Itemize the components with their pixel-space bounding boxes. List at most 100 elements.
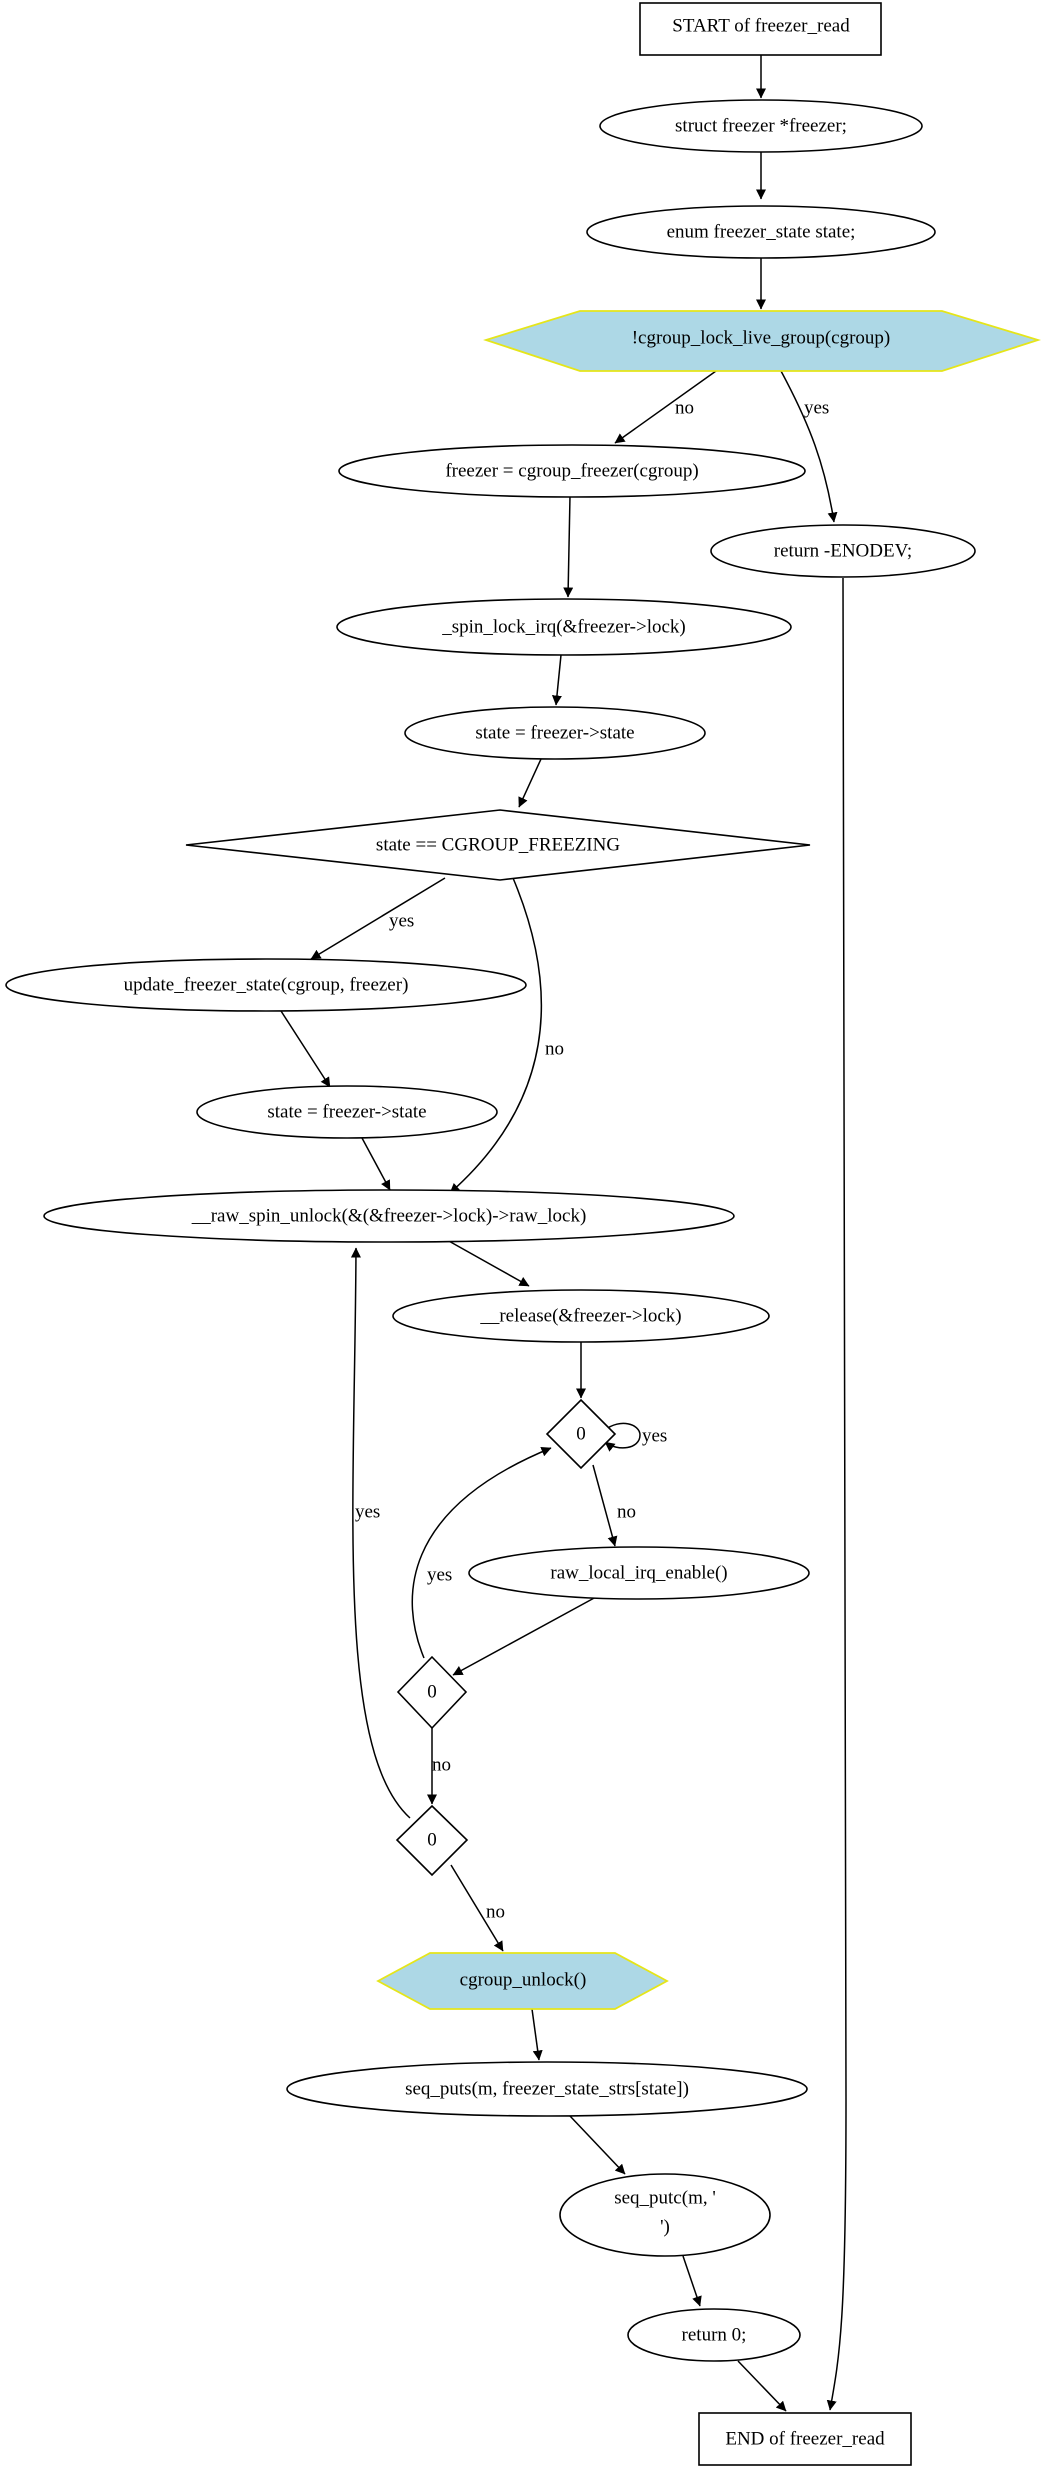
seq-puts-label: seq_puts(m, freezer_state_strs[state]) (405, 2079, 689, 2100)
end-box (698, 2412, 912, 2466)
assign-freezer-ellipse (338, 444, 806, 498)
raw-unlock-ellipse (43, 1189, 735, 1243)
state-assign-2-label: state = freezer->state (267, 1102, 426, 1123)
spin-lock-ellipse (336, 598, 792, 656)
update-state-ellipse (5, 958, 527, 1012)
edge-raw-unlock-to-release (446, 1239, 530, 1287)
edge-label-lock-no: no (675, 398, 694, 419)
edge-freezing-check-yes (310, 877, 446, 960)
node-end: END of freezer_read (698, 2412, 912, 2466)
edge-return-enodev-to-end (826, 577, 847, 2411)
edge-assign-freezer-to-spin-lock (563, 495, 574, 598)
edge-labels: no yes yes no yes no yes no yes no (355, 398, 829, 1923)
return-enodev-label: return -ENODEV; (774, 541, 912, 562)
update-state-label: update_freezer_state(cgroup, freezer) (124, 975, 409, 996)
edge-seq-putc-to-return-zero (682, 2255, 702, 2307)
cgroup-unlock-hexagon (376, 1952, 669, 2010)
seq-putc-label-line-2: ') (660, 2217, 670, 2238)
node-freezing-check: state == CGROUP_FREEZING (185, 809, 811, 881)
node-lock-check: !cgroup_lock_live_group(cgroup) (483, 310, 1042, 372)
edge-zero-1-self-yes (604, 1422, 641, 1452)
start-box (639, 2, 882, 56)
edge-zero-1-no (592, 1464, 618, 1547)
node-raw-unlock: __raw_spin_unlock(&(&freezer->lock)->raw… (43, 1189, 735, 1243)
node-zero-1: 0 (545, 1398, 617, 1470)
zero-3-diamond (395, 1804, 469, 1877)
freezing-check-diamond (185, 809, 811, 881)
node-start: START of freezer_read (639, 2, 882, 56)
node-state-assign-2: state = freezer->state (196, 1085, 498, 1139)
nodes: START of freezer_read struct freezer *fr… (5, 2, 1042, 2466)
edge-spin-lock-to-state-assign-1 (551, 654, 562, 706)
edge-update-state-to-state-assign-2 (280, 1010, 331, 1088)
edge-label-zero2-no: no (432, 1755, 451, 1776)
edge-cgroup-unlock-to-seq-puts (531, 2008, 543, 2061)
edge-state-assign-2-to-raw-unlock (361, 1137, 391, 1191)
return-enodev-ellipse (710, 524, 976, 578)
edges (280, 55, 847, 2412)
edge-seq-puts-to-seq-putc (569, 2115, 626, 2175)
node-update-state: update_freezer_state(cgroup, freezer) (5, 958, 527, 1012)
node-decl-freezer: struct freezer *freezer; (599, 99, 923, 153)
decl-freezer-ellipse (599, 99, 923, 153)
freezing-check-label: state == CGROUP_FREEZING (376, 835, 620, 856)
node-spin-lock: _spin_lock_irq(&freezer->lock) (336, 598, 792, 656)
state-assign-1-label: state = freezer->state (475, 723, 634, 744)
cgroup-unlock-label: cgroup_unlock() (460, 1970, 587, 1991)
edge-label-zero1-self-yes: yes (642, 1426, 667, 1447)
return-zero-label: return 0; (682, 2325, 747, 2346)
end-label: END of freezer_read (725, 2429, 885, 2450)
return-zero-ellipse (627, 2308, 801, 2362)
edge-state-assign-1-to-freezing-check (518, 758, 542, 808)
edge-freezing-check-no (449, 877, 543, 1194)
seq-putc-label-line-1: seq_putc(m, ' (614, 2188, 716, 2209)
lock-check-hexagon (483, 310, 1042, 372)
node-seq-puts: seq_puts(m, freezer_state_strs[state]) (286, 2061, 808, 2117)
lock-check-label: !cgroup_lock_live_group(cgroup) (632, 328, 891, 349)
edge-label-zero3-no: no (486, 1902, 505, 1923)
decl-state-label: enum freezer_state state; (667, 222, 856, 243)
edge-irq-enable-to-zero-2 (452, 1596, 597, 1676)
seq-puts-ellipse (286, 2061, 808, 2117)
state-assign-1-ellipse (404, 706, 706, 760)
node-state-assign-1: state = freezer->state (404, 706, 706, 760)
spin-lock-label: _spin_lock_irq(&freezer->lock) (441, 617, 686, 638)
edge-lock-check-yes (780, 370, 838, 523)
edge-zero-2-yes (411, 1446, 552, 1659)
node-return-zero: return 0; (627, 2308, 801, 2362)
node-decl-state: enum freezer_state state; (586, 205, 936, 259)
edge-lock-check-no (614, 370, 717, 444)
node-irq-enable: raw_local_irq_enable() (468, 1546, 810, 1600)
node-release: __release(&freezer->lock) (392, 1289, 770, 1343)
assign-freezer-label: freezer = cgroup_freezer(cgroup) (445, 461, 698, 482)
node-return-enodev: return -ENODEV; (710, 524, 976, 578)
edge-label-freezing-no: no (545, 1039, 564, 1060)
start-label: START of freezer_read (672, 16, 850, 37)
edge-label-zero1-no: no (617, 1502, 636, 1523)
zero-2-label: 0 (427, 1682, 437, 1703)
release-label: __release(&freezer->lock) (479, 1306, 681, 1327)
edge-label-zero3-yes: yes (355, 1502, 380, 1523)
decl-freezer-label: struct freezer *freezer; (675, 116, 847, 137)
edge-label-freezing-yes: yes (389, 911, 414, 932)
zero-3-label: 0 (427, 1830, 437, 1851)
state-assign-2-ellipse (196, 1085, 498, 1139)
edge-zero-3-no (450, 1864, 504, 1952)
node-zero-2: 0 (396, 1655, 468, 1730)
node-seq-putc: seq_putc(m, ' ') (559, 2173, 771, 2257)
release-ellipse (392, 1289, 770, 1343)
raw-unlock-label: __raw_spin_unlock(&(&freezer->lock)->raw… (191, 1206, 587, 1227)
node-cgroup-unlock: cgroup_unlock() (376, 1952, 669, 2010)
edge-label-lock-yes: yes (804, 398, 829, 419)
edge-zero-3-yes (350, 1247, 411, 1819)
zero-1-label: 0 (576, 1424, 586, 1445)
irq-enable-ellipse (468, 1546, 810, 1600)
node-zero-3: 0 (395, 1804, 469, 1877)
zero-2-diamond (396, 1655, 468, 1730)
seq-putc-ellipse (559, 2173, 771, 2257)
decl-state-ellipse (586, 205, 936, 259)
edge-label-zero2-yes: yes (427, 1565, 452, 1586)
zero-1-diamond (545, 1398, 617, 1470)
edge-return-zero-to-end (737, 2360, 787, 2412)
